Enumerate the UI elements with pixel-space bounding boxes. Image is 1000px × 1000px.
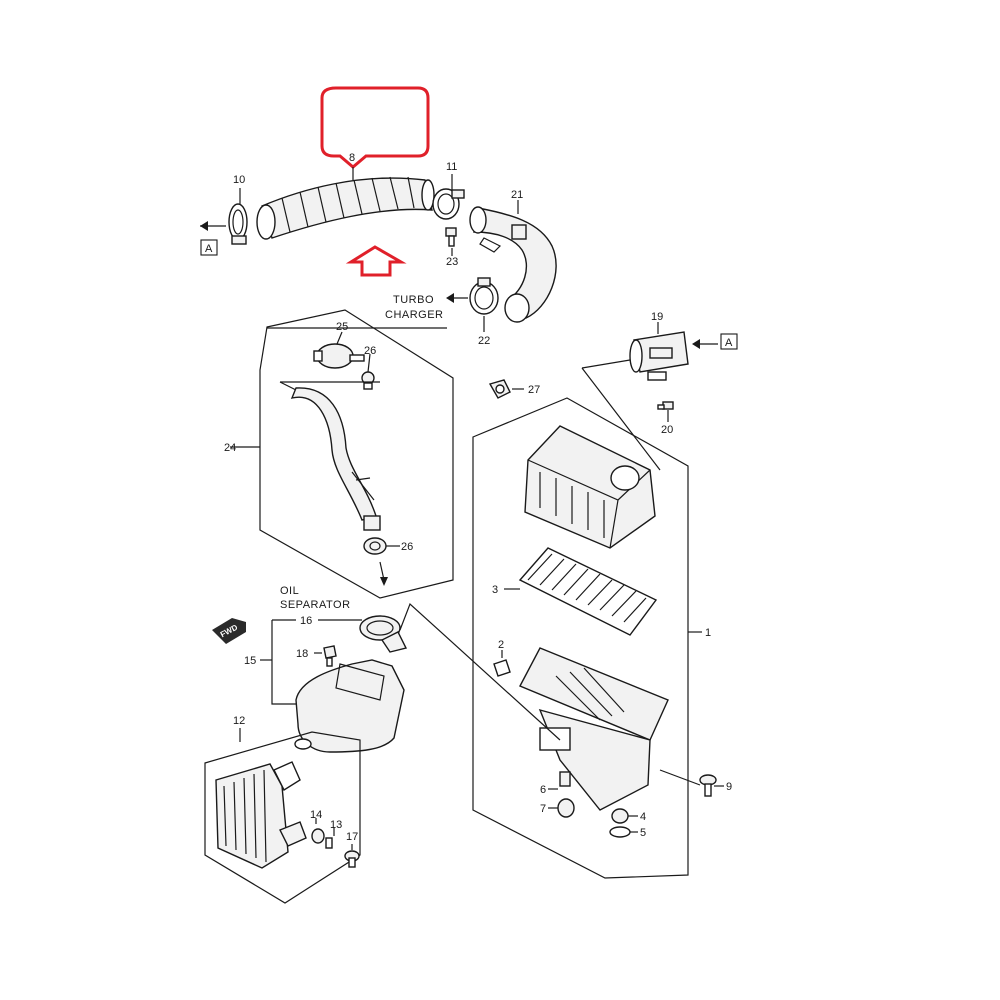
clip-part-2 — [493, 659, 511, 677]
callout-16: 16 — [300, 615, 312, 627]
callout-26-lower: 26 — [401, 541, 413, 553]
grommet-part-6 — [559, 771, 571, 787]
reference-box-a-right — [720, 333, 738, 350]
callout-3: 3 — [492, 584, 498, 596]
hose-clamp-part-11 — [432, 188, 465, 220]
callout-19: 19 — [651, 311, 663, 323]
bolt-part-18 — [323, 645, 337, 667]
grommet-part-4 — [611, 808, 629, 824]
reference-label-a-left: A — [205, 243, 213, 255]
hose-clamp-part-22 — [469, 277, 499, 315]
airflow-sensor-part-19 — [629, 331, 689, 381]
turbo-inlet-pipe-part-21 — [469, 206, 557, 323]
turbo-charger-label-line1: TURBO — [393, 294, 434, 306]
callout-27: 27 — [528, 384, 540, 396]
fastener-part-27 — [488, 379, 511, 399]
highlight-callout-box — [320, 86, 430, 169]
callout-18: 18 — [296, 648, 308, 660]
oil-separator-label-line2: SEPARATOR — [280, 599, 351, 611]
callout-24: 24 — [224, 442, 236, 454]
callout-17: 17 — [346, 831, 358, 843]
bolt-part-20 — [657, 401, 674, 410]
bolt-part-23 — [445, 227, 457, 247]
callout-14: 14 — [310, 809, 322, 821]
collar-part-13 — [325, 837, 333, 849]
callout-2: 2 — [498, 639, 504, 651]
hose-clip-part-26-lower — [363, 537, 387, 555]
resonator-part-12 — [215, 761, 307, 869]
callout-5: 5 — [640, 827, 646, 839]
callout-7: 7 — [540, 803, 546, 815]
reference-box-a-left — [200, 239, 218, 256]
callout-22: 22 — [478, 335, 490, 347]
callout-8: 8 — [349, 152, 355, 164]
air-inlet-duct-part-16 — [359, 615, 408, 653]
air-cleaner-case-part — [519, 647, 669, 811]
callout-25: 25 — [336, 321, 348, 333]
group-outline-part-24 — [259, 309, 454, 599]
air-filter-element-part-3 — [518, 547, 658, 636]
callout-13: 13 — [330, 819, 342, 831]
bolt-part-9 — [699, 774, 717, 797]
callout-11: 11 — [446, 161, 457, 173]
group-outline-part-1 — [472, 397, 689, 879]
callout-12: 12 — [233, 715, 245, 727]
highlight-up-arrow — [345, 245, 407, 277]
callout-10: 10 — [233, 174, 245, 186]
reference-label-a-right: A — [725, 337, 733, 349]
turbo-charger-label-line2: CHARGER — [385, 309, 444, 321]
hose-clip-part-26-upper — [361, 371, 375, 390]
callout-15: 15 — [244, 655, 256, 667]
oil-separator-label-line1: OIL — [280, 585, 299, 597]
bolt-part-17 — [344, 850, 360, 868]
callout-26-upper: 26 — [364, 345, 376, 357]
fwd-direction-arrow: FWD — [212, 618, 246, 644]
group-outline-part-12 — [204, 731, 361, 904]
collar-part-5 — [609, 826, 631, 838]
callout-9: 9 — [726, 781, 732, 793]
pcv-hose-part-24 — [290, 387, 381, 531]
callout-23: 23 — [446, 256, 458, 268]
intake-hose-part-8 — [256, 176, 435, 240]
callout-4: 4 — [640, 811, 646, 823]
grommet-part-14 — [311, 828, 325, 844]
oil-separator-duct-part-15 — [294, 659, 405, 753]
air-cleaner-cover-part — [524, 425, 656, 549]
pcv-valve-part-25 — [313, 343, 365, 369]
callout-21: 21 — [511, 189, 523, 201]
callout-20: 20 — [661, 424, 673, 436]
callout-6: 6 — [540, 784, 546, 796]
grommet-part-7 — [557, 798, 575, 818]
hose-clamp-part-10 — [228, 203, 248, 245]
callout-1: 1 — [705, 627, 711, 639]
